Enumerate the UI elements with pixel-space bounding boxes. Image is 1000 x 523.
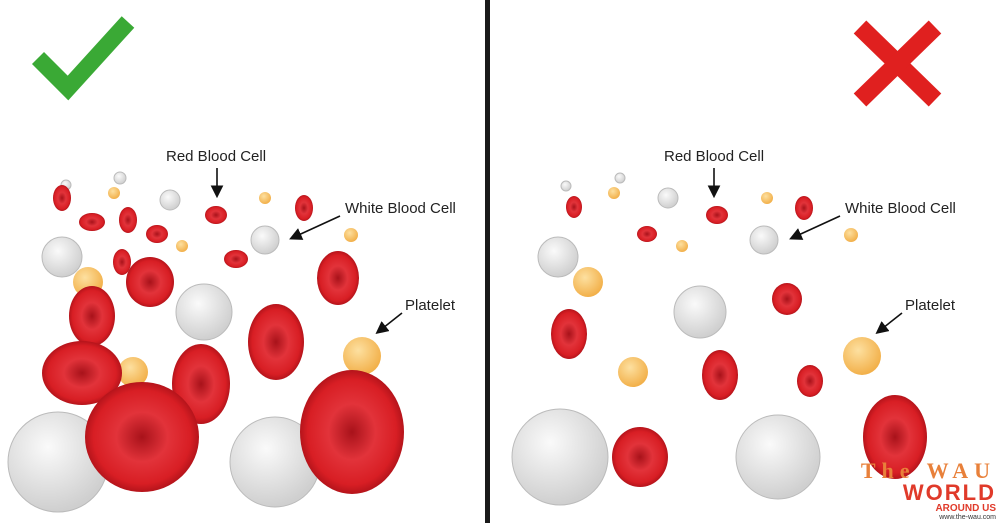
checkmark-icon xyxy=(31,16,135,101)
divider xyxy=(485,0,490,523)
label-white-blood-cell: White Blood Cell xyxy=(845,200,956,217)
label-red-blood-cell: Red Blood Cell xyxy=(166,148,267,165)
watermark-line2: WORLD xyxy=(902,480,996,505)
label-white-blood-cell: White Blood Cell xyxy=(345,200,456,217)
watermark-line3: AROUND US xyxy=(935,503,996,514)
white-blood-cells xyxy=(7,171,821,513)
watermark-url: www.the-wau.com xyxy=(939,514,996,521)
label-platelet: Platelet xyxy=(905,297,956,314)
label-platelet: Platelet xyxy=(405,297,456,314)
platelets xyxy=(73,187,881,387)
watermark-line1: The WAU xyxy=(860,458,996,483)
red-blood-cells xyxy=(42,185,927,494)
x-mark-icon xyxy=(853,20,942,107)
label-arrows xyxy=(210,168,903,334)
watermark-logo: The WAU WORLD AROUND US www.the-wau.com xyxy=(846,458,996,522)
label-red-blood-cell: Red Blood Cell xyxy=(664,148,765,165)
